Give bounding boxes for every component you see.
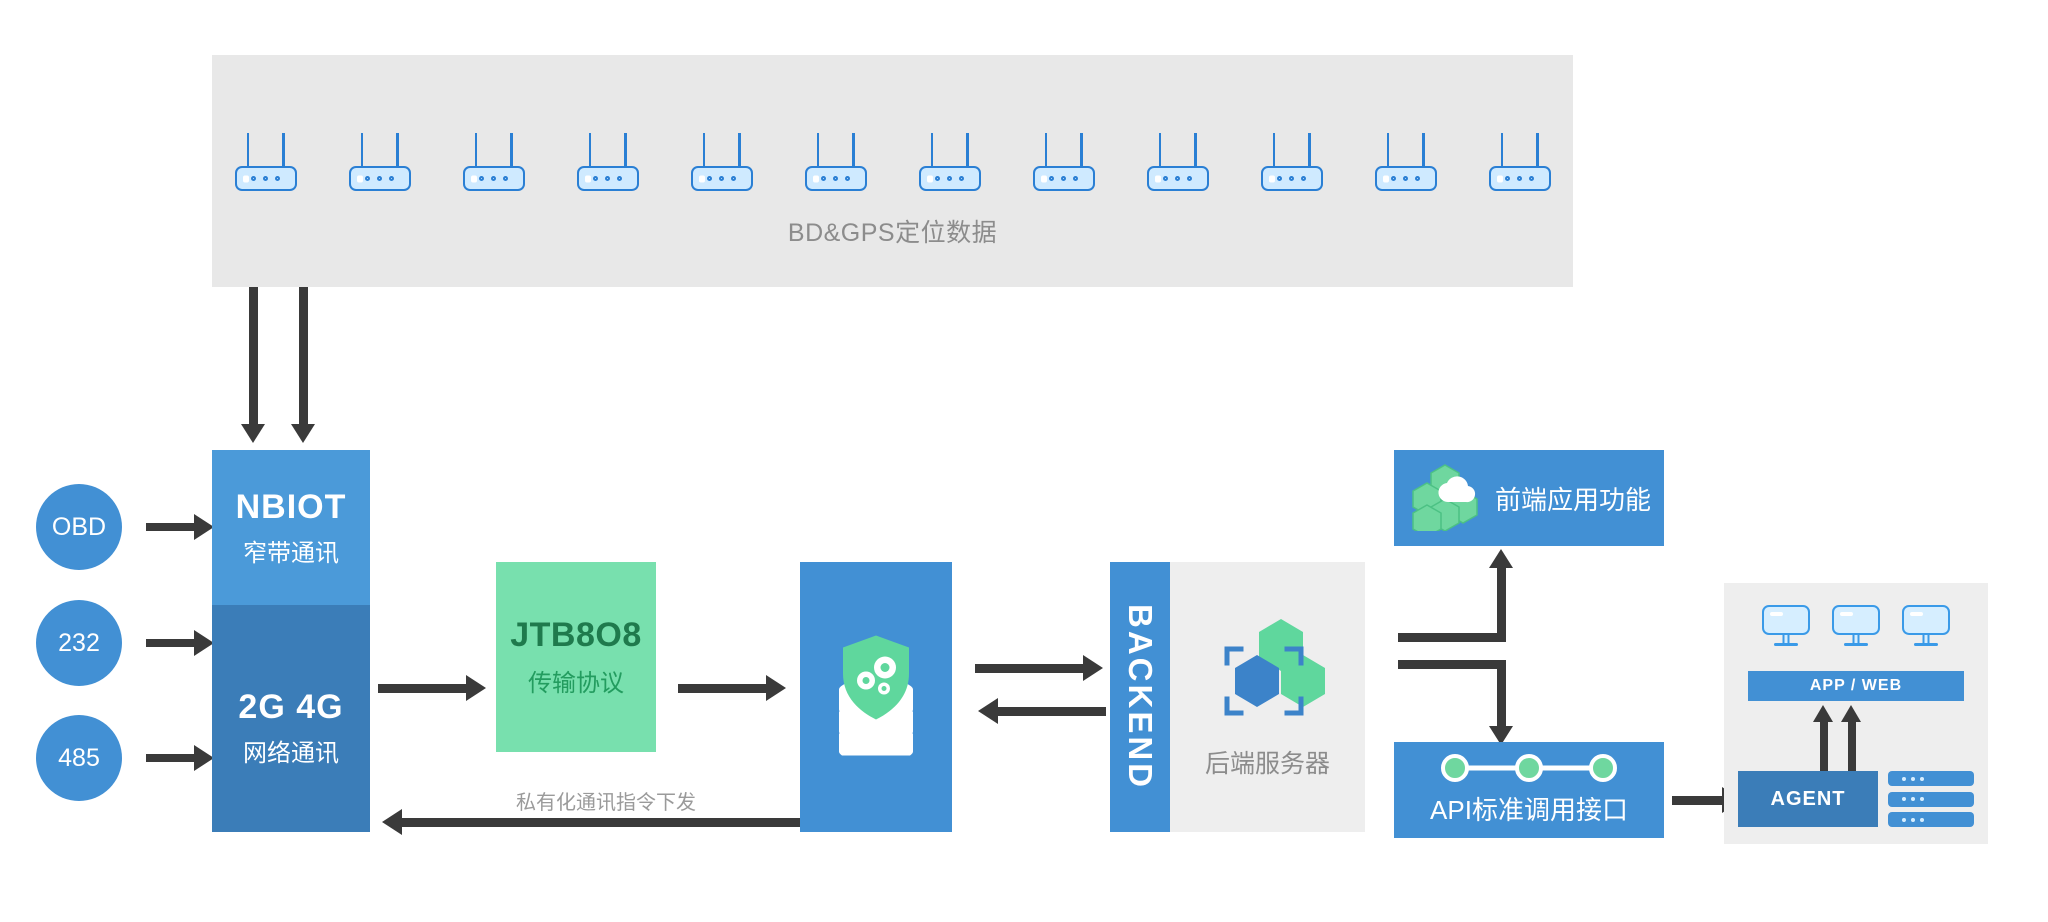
server-rack-unit: [1888, 791, 1974, 807]
router-icon: [1146, 133, 1209, 191]
monitor-icon: [1832, 605, 1880, 649]
router-icon: [918, 133, 981, 191]
nbiot-section: NBIOT 窄带通讯: [212, 450, 370, 605]
terminal-devices-panel: BD&GPS定位数据: [212, 55, 1573, 287]
client-agent-panel: APP / WEB AGENT: [1724, 583, 1988, 844]
router-icon: [234, 133, 297, 191]
protocol-block[interactable]: JTB8O8 传输协议: [496, 562, 656, 752]
backend-server-block[interactable]: BACKEND 后端服务器: [1110, 562, 1365, 832]
frontend-app-block[interactable]: 前端应用功能: [1394, 450, 1664, 546]
database-shield-gears-icon: [821, 634, 931, 767]
router-icon: [348, 133, 411, 191]
api-interface-block[interactable]: API标准调用接口: [1394, 742, 1664, 838]
source-label-232: 232: [36, 600, 122, 686]
nbiot-title: NBIOT: [235, 487, 347, 526]
router-icon: [462, 133, 525, 191]
source-node-232[interactable]: 232: [36, 600, 122, 686]
server-rack-unit: [1888, 812, 1974, 827]
monitor-icon: [1762, 605, 1810, 649]
feedback-label: 私有化通讯指令下发: [516, 792, 696, 814]
nbiot-subtitle: 窄带通讯: [243, 539, 339, 567]
source-node-485[interactable]: 485: [36, 715, 122, 801]
protocol-subtitle: 传输协议: [528, 670, 624, 697]
source-node-obd[interactable]: OBD: [36, 484, 122, 570]
protocol-title: JTB8O8: [510, 616, 642, 654]
app-web-bar[interactable]: APP / WEB: [1748, 671, 1964, 701]
frontend-label: 前端应用功能: [1494, 484, 1651, 515]
database-block[interactable]: [800, 562, 952, 832]
cellular-section: 2G 4G 网络通讯: [212, 605, 370, 832]
monitor-icon: [1902, 605, 1950, 649]
backend-body: 后端服务器: [1170, 562, 1365, 832]
agent-box[interactable]: AGENT: [1738, 771, 1878, 827]
source-label-485: 485: [36, 715, 122, 801]
backend-strip-label: BACKEND: [1122, 604, 1159, 790]
router-icon: [1374, 133, 1437, 191]
router-icon: [1260, 133, 1323, 191]
router-icon-row: [212, 133, 1573, 191]
api-label: API标准调用接口: [1430, 795, 1628, 825]
hexagon-cluster-icon: [1207, 615, 1329, 730]
cellular-title: 2G 4G: [238, 687, 344, 726]
node-chain-icon: [1437, 753, 1621, 788]
router-icon: [690, 133, 753, 191]
communication-module-block[interactable]: NBIOT 窄带通讯 2G 4G 网络通讯: [212, 450, 370, 832]
router-icon: [576, 133, 639, 191]
source-label-obd: OBD: [36, 484, 122, 570]
terminal-panel-label: BD&GPS定位数据: [787, 219, 998, 247]
server-rack-stack: [1888, 771, 1974, 827]
cellular-subtitle: 网络通讯: [243, 739, 339, 767]
cloud-cubes-icon: [1407, 461, 1485, 538]
server-rack-unit: [1888, 771, 1974, 786]
router-icon: [804, 133, 867, 191]
backend-strip: BACKEND: [1110, 562, 1170, 832]
router-icon: [1032, 133, 1095, 191]
monitor-row: [1724, 605, 1988, 649]
router-icon: [1488, 133, 1551, 191]
backend-label: 后端服务器: [1204, 749, 1330, 778]
